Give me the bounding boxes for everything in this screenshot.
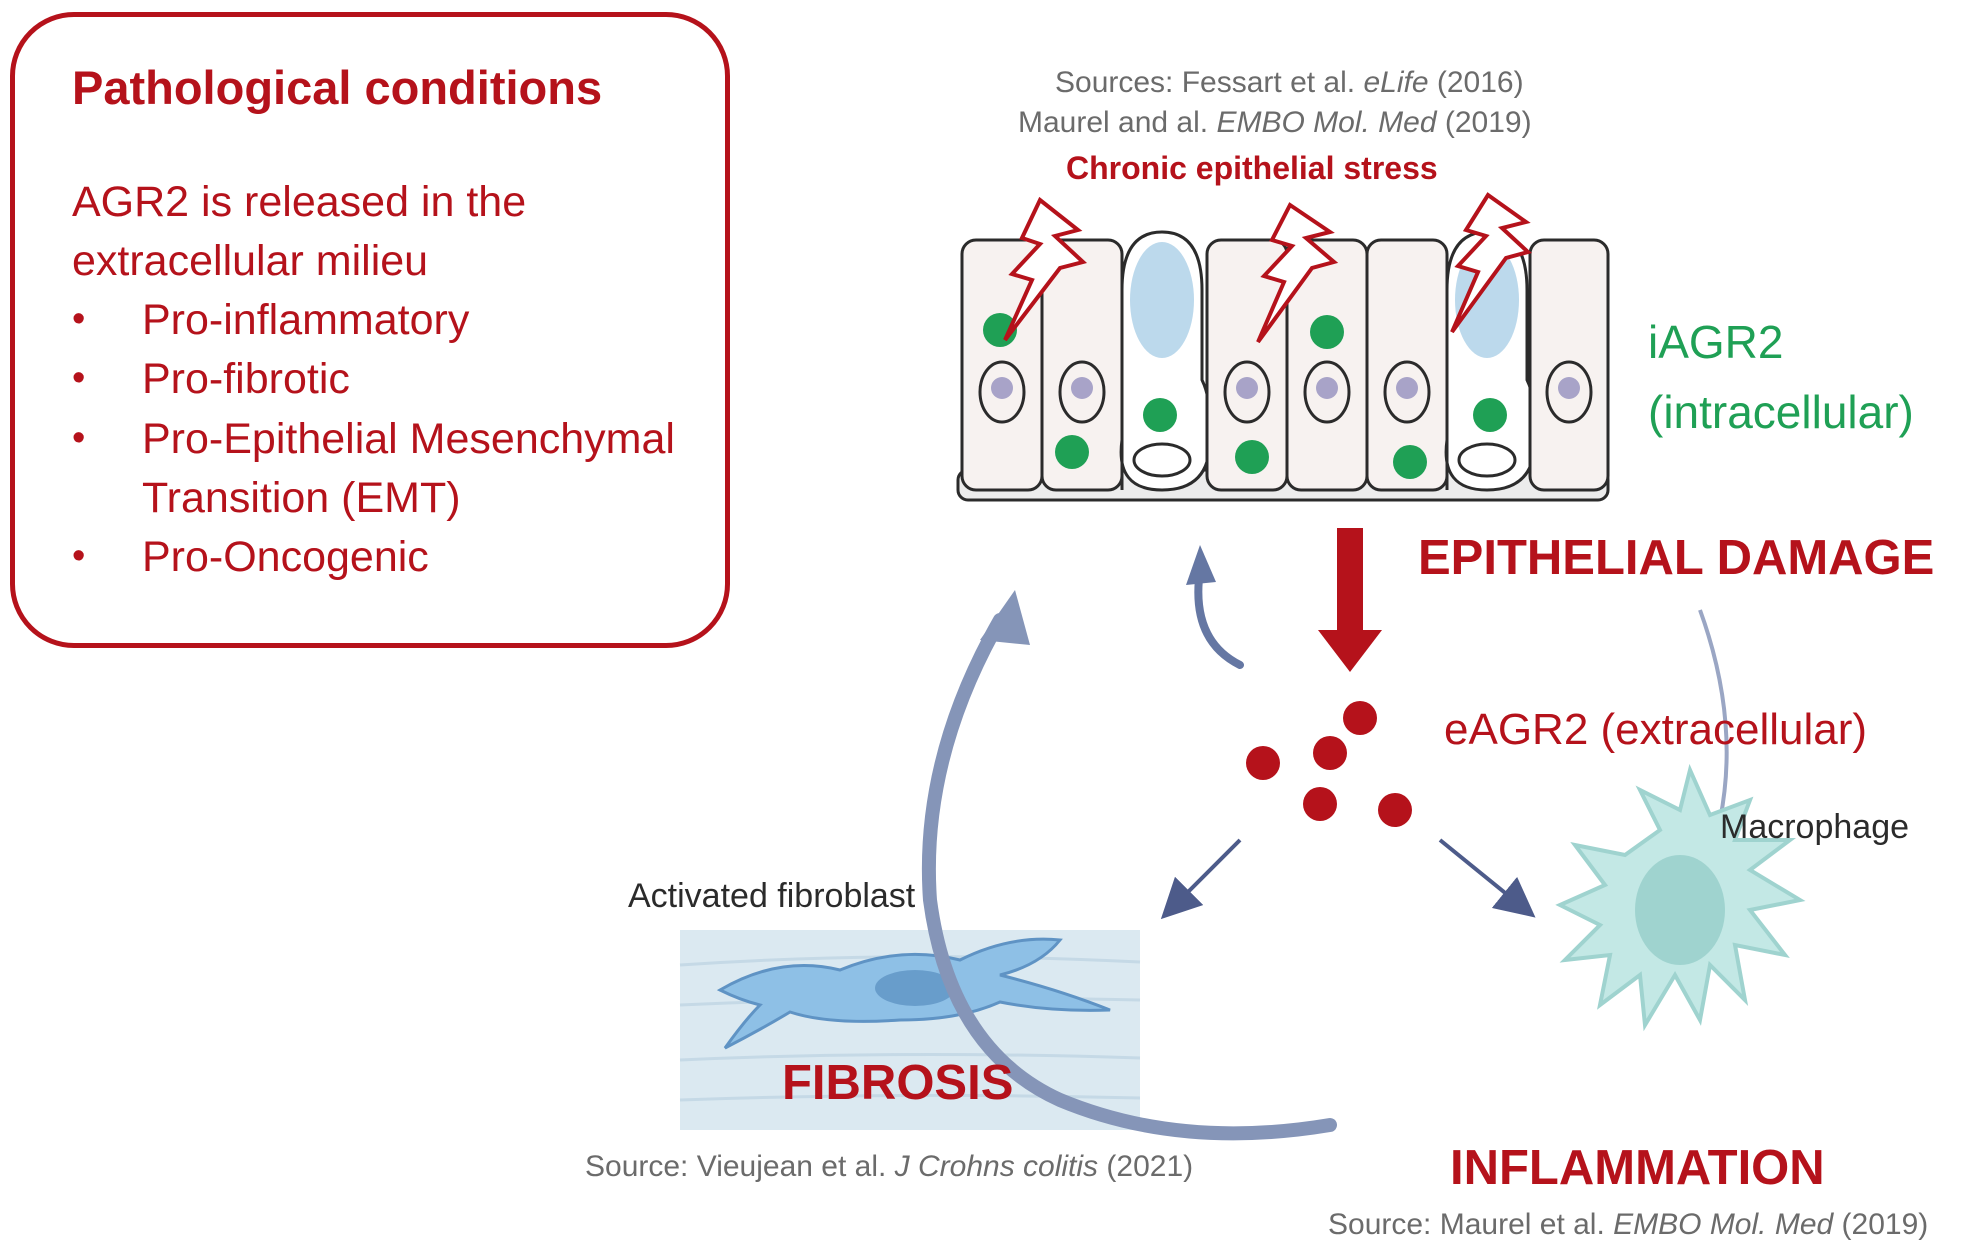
macrophage-label: Macrophage	[1720, 808, 1910, 846]
inflammation-label: INFLAMMATION	[1450, 1141, 1825, 1195]
inflammation-source-journal: EMBO Mol. Med	[1613, 1208, 1834, 1241]
pathological-conditions-box	[10, 12, 730, 648]
top-source-line-2-prefix: Maurel and al.	[1018, 106, 1217, 139]
pathological-conditions-title: Pathological conditions	[72, 61, 603, 114]
top-source-line-2-year: (2019)	[1436, 106, 1532, 139]
arrow-to-fibrosis	[1160, 838, 1242, 920]
small-return-arc	[1194, 566, 1244, 669]
right-thin-arc	[1698, 609, 1729, 821]
top-source-line-1-year: (2016)	[1428, 66, 1524, 99]
epithelium	[956, 230, 1610, 502]
activated-fibroblast-label: Activated fibroblast	[628, 877, 916, 915]
cycle-arrow-left	[921, 613, 1337, 1141]
intro-line-1: AGR2 is released in the	[72, 178, 527, 226]
chronic-stress-label: Chronic epithelial stress	[1066, 150, 1438, 186]
eagr2-label: eAGR2 (extracellular)	[1444, 705, 1868, 754]
inflammation-source-prefix: Source: Maurel et al.	[1328, 1208, 1614, 1241]
bullet-pro-emt-continuation: Transition (EMT)	[142, 474, 461, 522]
iagr2-intracellular-label: (intracellular)	[1648, 386, 1914, 438]
fibrosis-source: Source: Vieujean et al. J Crohns colitis…	[585, 1150, 1193, 1184]
top-source-line-2-journal: EMBO Mol. Med	[1216, 106, 1437, 139]
bullet-pro-emt: Pro-Epithelial Mesenchymal	[142, 415, 675, 463]
small-return-arc-head	[1186, 545, 1216, 585]
bullet-dot: •	[72, 535, 86, 577]
macrophage-cell	[1555, 763, 1806, 1032]
top-source-line-1: Sources: Fessart et al. eLife (2016)	[1055, 66, 1524, 100]
bullet-pro-fibrotic: Pro-fibrotic	[142, 355, 350, 403]
bullet-pro-inflammatory: Pro-inflammatory	[142, 296, 470, 344]
fibrosis-source-journal: J Crohns colitis	[894, 1150, 1099, 1183]
iagr2-label: iAGR2	[1648, 316, 1784, 368]
bullet-pro-oncogenic: Pro-Oncogenic	[142, 533, 429, 581]
fibroblast-cell	[716, 937, 1111, 1050]
inflammation-source: Source: Maurel et al. EMBO Mol. Med (201…	[1328, 1208, 1928, 1242]
fibrosis-source-year: (2021)	[1098, 1150, 1194, 1183]
bullet-dot: •	[72, 417, 86, 459]
bullet-dot: •	[72, 298, 86, 340]
cycle-arrow-head	[980, 590, 1030, 645]
inflammation-source-year: (2019)	[1833, 1208, 1929, 1241]
damage-arrow-shaft	[1337, 528, 1363, 638]
iagr2-dots	[983, 313, 1507, 479]
top-source-line-1-journal: eLife	[1363, 66, 1429, 99]
top-source-line-2: Maurel and al. EMBO Mol. Med (2019)	[1018, 106, 1532, 140]
arrow-to-inflammation	[1438, 838, 1536, 918]
fibrosis-label: FIBROSIS	[782, 1056, 1014, 1110]
bullet-dot: •	[72, 357, 86, 399]
damage-arrow-head	[1318, 630, 1382, 672]
fibrosis-source-prefix: Source: Vieujean et al.	[585, 1150, 895, 1183]
top-source-line-1-prefix: Sources: Fessart et al.	[1055, 66, 1364, 99]
intro-line-2: extracellular milieu	[72, 237, 429, 285]
eagr2-dots	[1246, 701, 1412, 827]
epithelial-damage-label: EPITHELIAL DAMAGE	[1418, 531, 1935, 585]
lightning-bolts	[1003, 192, 1533, 344]
